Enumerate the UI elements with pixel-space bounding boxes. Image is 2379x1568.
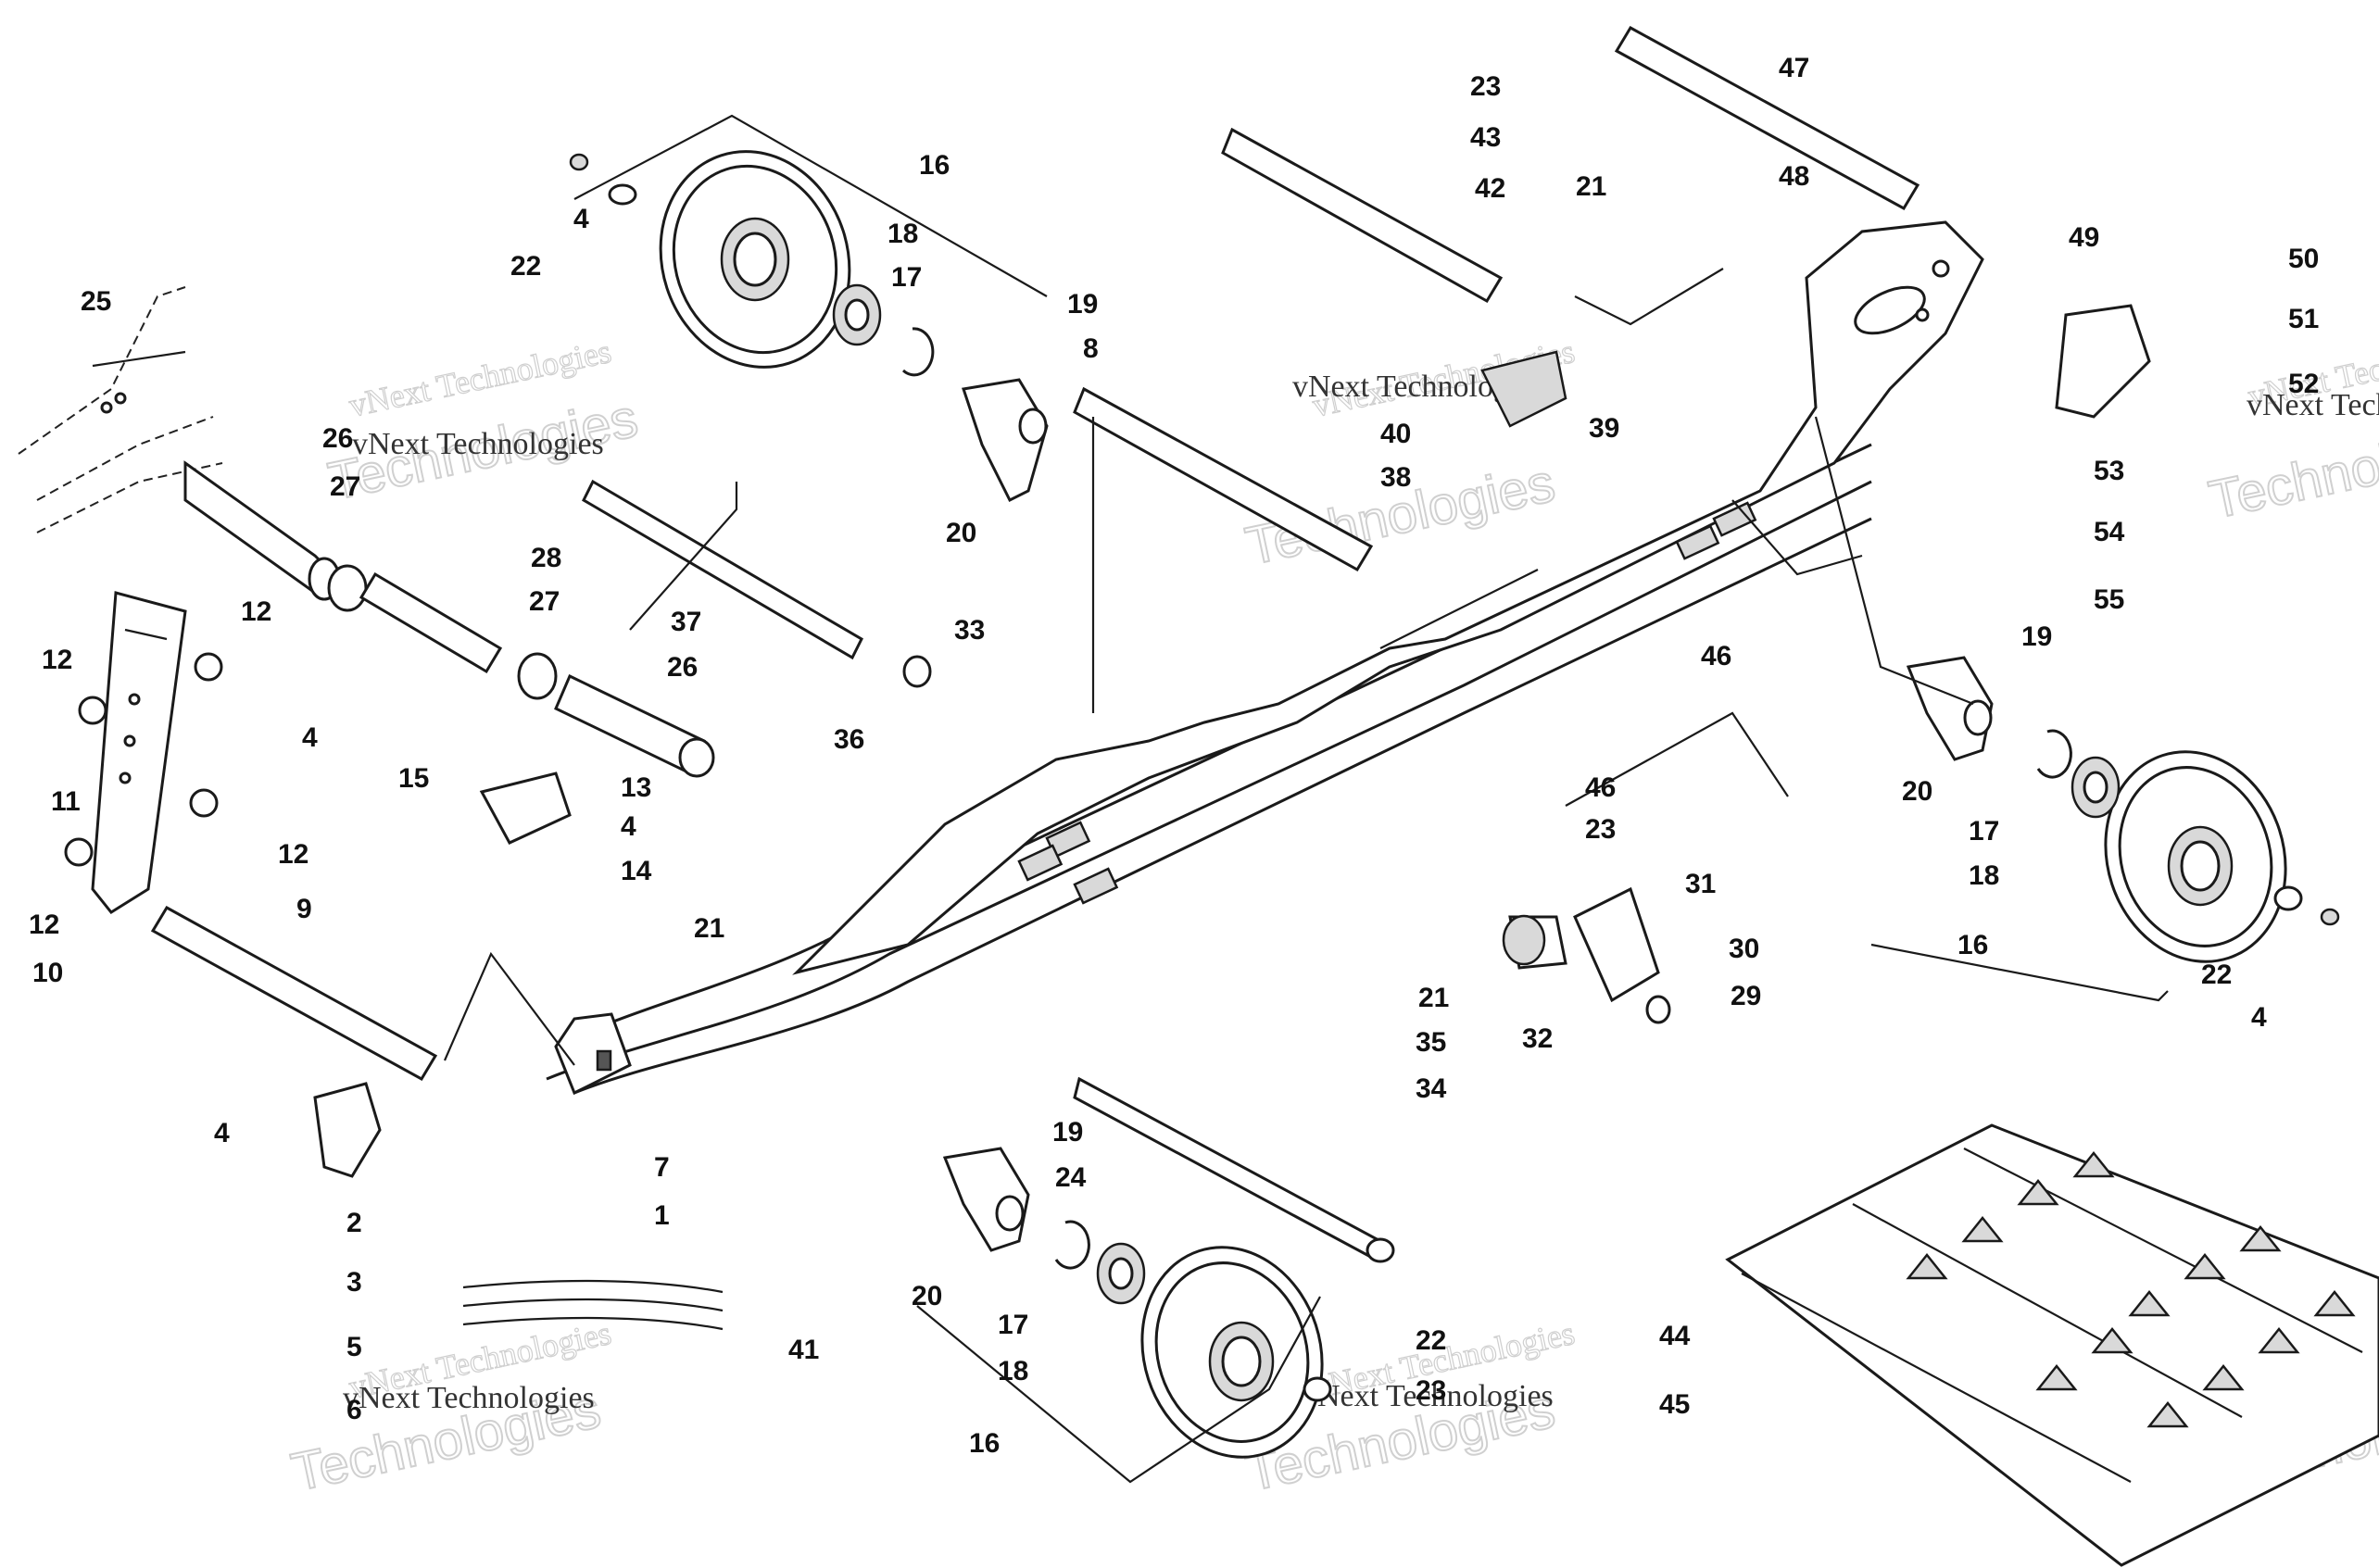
callout-45: 45	[1659, 1389, 1690, 1420]
callout-4: 4	[2251, 1002, 2267, 1033]
callout-16: 16	[969, 1428, 1000, 1459]
watermark-text: vNext Technologies	[352, 427, 604, 461]
callout-29: 29	[1731, 981, 1761, 1011]
callout-16: 16	[1957, 930, 1988, 960]
callout-42: 42	[1475, 173, 1505, 204]
callout-4: 4	[573, 204, 589, 234]
callout-21: 21	[1576, 171, 1606, 202]
callout-4: 4	[302, 722, 318, 753]
callout-26: 26	[322, 423, 353, 454]
slide-rail	[546, 220, 1984, 1096]
callout-28: 28	[531, 543, 561, 573]
watermark-text: vNext Technologies	[2247, 388, 2379, 422]
callout-21: 21	[1418, 983, 1449, 1013]
callout-18: 18	[1969, 860, 1999, 891]
callout-12: 12	[278, 839, 308, 870]
callout-46: 46	[1585, 772, 1616, 803]
callout-44: 44	[1659, 1321, 1691, 1351]
callout-22: 22	[2201, 960, 2232, 990]
watermark-text: vNext Technologies	[1302, 1379, 1554, 1413]
callout-37: 37	[671, 607, 701, 637]
callout-40: 40	[1380, 419, 1411, 449]
callout-9: 9	[296, 894, 312, 924]
callout-17: 17	[998, 1310, 1028, 1340]
callout-51: 51	[2288, 304, 2319, 334]
callout-1: 1	[654, 1200, 670, 1231]
callout-27: 27	[529, 586, 560, 617]
callout-19: 19	[2021, 621, 2052, 652]
callout-15: 15	[398, 763, 429, 794]
callout-22: 22	[510, 251, 541, 282]
callout-19: 19	[1067, 289, 1098, 320]
callout-12: 12	[42, 645, 72, 675]
callout-23: 23	[1585, 814, 1616, 845]
callout-23: 23	[1470, 71, 1501, 102]
callout-33: 33	[954, 615, 985, 646]
idler-wheel-top	[569, 150, 935, 377]
callout-22: 22	[1416, 1325, 1446, 1356]
wheel-bracket-group	[942, 378, 1994, 1252]
callout-36: 36	[834, 724, 864, 755]
callout-8: 8	[1083, 333, 1099, 364]
callout-12: 12	[241, 596, 271, 627]
callout-7: 7	[654, 1152, 670, 1183]
callout-24: 24	[1055, 1162, 1087, 1193]
callout-4: 4	[214, 1118, 230, 1148]
callout-26: 26	[667, 652, 698, 683]
leader-lines	[443, 114, 2169, 1484]
callout-18: 18	[887, 219, 918, 249]
callout-53: 53	[2094, 456, 2124, 486]
watermark-text: vNext Technologies	[343, 1381, 595, 1415]
callout-labels: 1 2 3 4 4 4 4 4 5 6 7 8 9 10 11 12 12 12…	[29, 53, 2319, 1459]
track-section	[1725, 1123, 2379, 1567]
callout-12: 12	[29, 909, 59, 940]
tunnel-fragment	[18, 286, 223, 533]
callout-23: 23	[1416, 1375, 1446, 1406]
watermark-text: Technologies	[2204, 407, 2379, 531]
callout-3: 3	[346, 1267, 362, 1298]
callout-11: 11	[51, 786, 81, 817]
callout-21: 21	[694, 913, 724, 944]
callout-10: 10	[32, 958, 63, 988]
callout-46: 46	[1701, 641, 1731, 671]
callout-48: 48	[1779, 161, 1809, 192]
callout-20: 20	[946, 518, 976, 548]
callout-14: 14	[621, 856, 652, 886]
callout-30: 30	[1729, 934, 1759, 964]
callout-4: 4	[621, 811, 636, 842]
callout-50: 50	[2288, 244, 2319, 274]
callout-49: 49	[2069, 222, 2099, 253]
callout-47: 47	[1779, 53, 1809, 83]
callout-41: 41	[788, 1335, 819, 1365]
axles-and-spacers	[150, 25, 1920, 1263]
callout-20: 20	[912, 1281, 942, 1311]
callout-31: 31	[1685, 869, 1716, 899]
idler-wheel-bottom	[1054, 1220, 1332, 1459]
callout-6: 6	[346, 1395, 362, 1425]
callout-20: 20	[1902, 776, 1932, 807]
callout-13: 13	[621, 772, 651, 803]
callout-55: 55	[2094, 584, 2124, 615]
callout-35: 35	[1416, 1027, 1446, 1058]
callout-32: 32	[1522, 1023, 1553, 1054]
callout-17: 17	[1969, 816, 1999, 847]
idler-wheel-right	[2036, 729, 2340, 963]
callout-39: 39	[1589, 413, 1619, 444]
callout-5: 5	[346, 1332, 362, 1362]
callout-52: 52	[2288, 369, 2319, 399]
callout-25: 25	[81, 286, 111, 317]
callout-38: 38	[1380, 462, 1411, 493]
callout-18: 18	[998, 1356, 1028, 1386]
callout-17: 17	[891, 262, 922, 293]
callout-2: 2	[346, 1208, 362, 1238]
callout-43: 43	[1470, 122, 1501, 153]
callout-54: 54	[2094, 517, 2125, 547]
callout-34: 34	[1416, 1073, 1447, 1104]
track-lugs	[1906, 1150, 2356, 1428]
callout-16: 16	[919, 150, 950, 181]
callout-27: 27	[330, 471, 360, 502]
callout-19: 19	[1052, 1117, 1083, 1148]
rear-arm-left	[64, 304, 2151, 1331]
